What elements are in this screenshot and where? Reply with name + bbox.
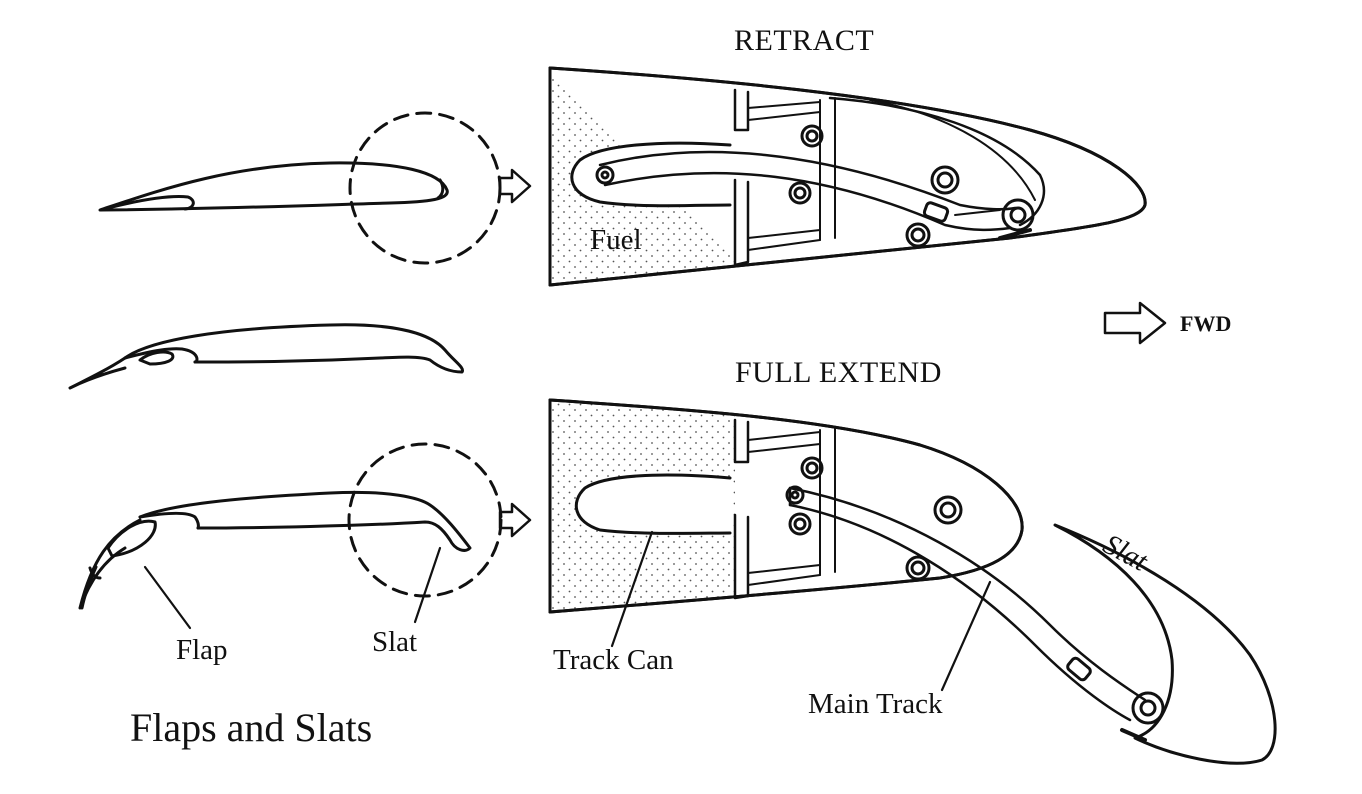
diagram-title: Flaps and Slats [130, 705, 373, 750]
track-can-leader-line [610, 530, 654, 648]
extend-detail [548, 398, 1165, 725]
retract-detail [548, 66, 1147, 287]
track-can-label: Track Can [553, 644, 674, 676]
detail-arrow-extend [498, 502, 532, 538]
flap-leader-line [143, 565, 192, 630]
slat-label: Slat [372, 626, 418, 658]
airfoil-partial [68, 323, 464, 390]
airfoil-full-extend [78, 490, 472, 610]
detail-circle-retract [348, 111, 502, 265]
main-track-label: Main Track [808, 688, 943, 720]
fwd-label: FWD [1180, 311, 1232, 336]
deployed-slat [1053, 523, 1277, 765]
full-extend-heading: FULL EXTEND [735, 356, 942, 389]
fwd-arrow-icon [1103, 301, 1167, 345]
slat-leader-line [413, 546, 442, 624]
fuel-label: Fuel [590, 224, 642, 256]
detail-circle-extend [347, 442, 503, 598]
airfoil-retracted [98, 161, 449, 212]
retract-heading: RETRACT [734, 24, 875, 57]
detail-arrow-retract [498, 168, 532, 204]
main-track-leader-line [940, 580, 992, 692]
flap-label: Flap [176, 634, 228, 666]
